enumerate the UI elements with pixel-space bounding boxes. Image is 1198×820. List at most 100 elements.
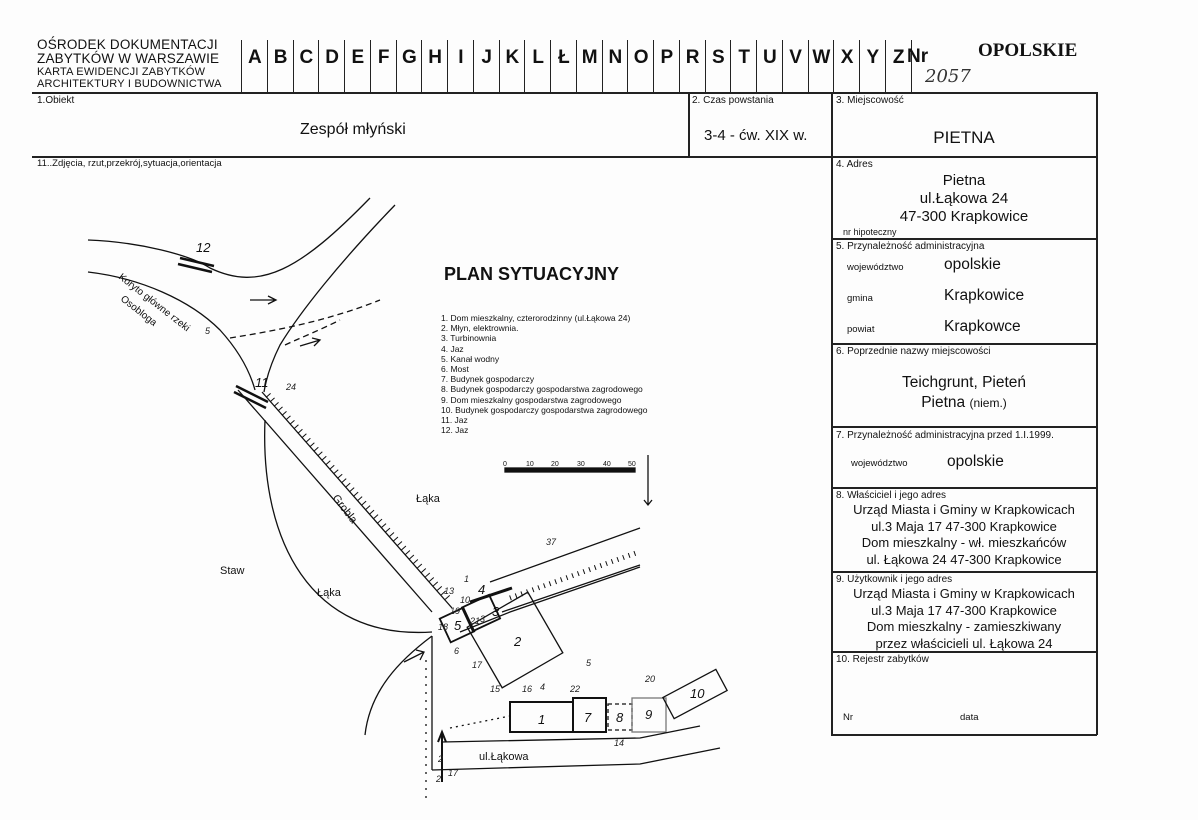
czas-left-line: [688, 92, 690, 156]
flow-arrow: [299, 337, 322, 347]
flow-arrow: [437, 729, 447, 782]
wojewodztwo2-value: opolskie: [947, 453, 1004, 470]
org-header: OŚRODEK DOKUMENTACJI ZABYTKÓW W WARSZAWI…: [37, 38, 222, 91]
photo-mark: 6: [454, 646, 459, 656]
wojewodztwo2-label: województwo: [851, 458, 908, 469]
wlasciciel-block: Urząd Miasta i Gminy w Krapkowicach ul.3…: [832, 502, 1096, 568]
photo-mark: 20: [644, 674, 655, 684]
letter-cell: B: [266, 40, 294, 92]
letter-cell: E: [344, 40, 371, 92]
channel-right-b: [501, 564, 641, 613]
plan-number: 10: [690, 686, 705, 701]
letter-row-end-line: [910, 40, 912, 92]
building-2: [466, 591, 564, 689]
letter-cell: X: [833, 40, 860, 92]
letter-cell: M: [575, 40, 603, 92]
right-edge-line: [1096, 92, 1098, 735]
uzytkownik-line: Urząd Miasta i Gminy w Krapkowicach: [853, 586, 1075, 601]
flow-arrow: [250, 295, 278, 305]
gmina-value: Krapkowice: [944, 287, 1025, 304]
scale-label: 40: [603, 461, 611, 468]
poprzednie-line2: Pietna (niem.): [832, 394, 1096, 412]
scale-label: 30: [577, 461, 585, 468]
letter-cell: O: [627, 40, 654, 92]
card-line2: ARCHITEKTURY I BUDOWNICTWA: [37, 78, 222, 90]
rejestr-nr-label: Nr: [843, 712, 854, 723]
card-line1: KARTA EWIDENCJI ZABYTKÓW: [37, 66, 206, 78]
sep-7: [831, 426, 1097, 428]
wojewodztwo-value: opolskie: [944, 256, 1001, 273]
channel-dashed: [229, 299, 381, 346]
letter-cell: T: [730, 40, 757, 92]
sep-8: [831, 487, 1097, 489]
laka1-label: Łąka: [416, 493, 441, 505]
field-curve: [364, 635, 433, 736]
photo-mark: 17: [472, 660, 483, 670]
wlasciciel-line: ul.3 Maja 17 47-300 Krapkowice: [871, 518, 1057, 534]
legend-item: 8. Budynek gospodarczy gospodarstwa zagr…: [441, 384, 643, 395]
photo-mark: 13: [444, 586, 454, 596]
sep-5: [831, 238, 1097, 240]
uzytkownik-block: Urząd Miasta i Gminy w Krapkowicach ul.3…: [832, 586, 1096, 652]
photo-mark: 4: [540, 682, 545, 692]
plan-legend: 1. Dom mieszkalny, czterorodzinny (ul.Łą…: [441, 313, 648, 435]
obiekt-value: Zespół młyński: [300, 121, 406, 138]
poprzednie-line1: Teichgrunt, Pieteń: [901, 374, 1027, 391]
photo-mark: 15: [490, 684, 501, 694]
scale-label: 20: [551, 461, 559, 468]
letter-cell: W: [807, 40, 835, 92]
photo-mark: 18: [438, 622, 448, 632]
letter-cell: N: [601, 40, 629, 92]
czas-label: 2. Czas powstania: [692, 95, 774, 106]
letter-cell: J: [472, 40, 500, 92]
photo-mark: 3: [480, 614, 485, 624]
building-10: [661, 668, 729, 720]
przynaleznosc-przed-label: 7. Przynależność administracyjna przed 1…: [836, 430, 1054, 441]
photo-mark: 2: [437, 754, 443, 764]
grobla-right: [261, 391, 453, 609]
north-arrow: [643, 455, 653, 507]
obiekt-label: 1.Obiekt: [37, 95, 75, 106]
letter-cell: K: [498, 40, 526, 92]
river-bank-right: [263, 204, 396, 393]
powiat-value: Krapkowce: [944, 318, 1021, 335]
hipoteczny-label: nr hipoteczny: [843, 227, 897, 237]
przynaleznosc-label: 5. Przynależność administracyjna: [836, 241, 985, 252]
photo-mark: 22: [569, 684, 580, 694]
rejestr-label: 10. Rejestr zabytków: [836, 654, 929, 665]
photo-mark: 37: [546, 537, 557, 547]
letter-cell: I: [447, 40, 474, 92]
photo-mark: 5: [205, 326, 211, 336]
poprzednie-line2a: Pietna: [921, 394, 966, 411]
letter-cell: Y: [859, 40, 886, 92]
legend-item: 4. Jaz: [441, 343, 464, 354]
legend-item: 12. Jaz: [441, 425, 469, 436]
letter-cell: U: [756, 40, 783, 92]
wlasciciel-label: 8. Właściciel i jego adres: [836, 490, 947, 501]
adres-line2: ul.Łąkowa 24: [919, 190, 1009, 207]
photo-mark: 16: [522, 684, 532, 694]
building-5: [438, 606, 476, 644]
uzytkownik-line: Dom mieszkalny - zamieszkiwany: [866, 619, 1062, 634]
miejscowosc-value: PIETNA: [933, 128, 995, 147]
letter-cell: C: [292, 40, 320, 92]
rejestr-data-label: data: [960, 712, 979, 723]
plan-number: 7: [584, 710, 592, 725]
plan-number: 11: [255, 375, 269, 390]
right-bottom-line: [831, 734, 1097, 736]
adres-label: 4. Adres: [836, 159, 873, 170]
photo-mark: 2: [435, 774, 441, 784]
nr-handwritten: 2057: [925, 66, 971, 87]
legend-item: 3. Turbinownia: [441, 333, 497, 344]
plan-number: 2: [513, 634, 522, 649]
photo-mark: 5: [586, 658, 592, 668]
flow-arrow: [403, 649, 425, 663]
photo-mark: 17: [448, 768, 459, 778]
uzytkownik-label: 9. Użytkownik i jego adres: [836, 574, 953, 585]
letter-cell: A: [241, 40, 268, 92]
czas-value: 3-4 - ćw. XIX w.: [704, 127, 808, 144]
photo-mark: 10: [460, 595, 470, 605]
road-south-edge: [431, 747, 721, 771]
plan-number: 1: [538, 712, 545, 727]
